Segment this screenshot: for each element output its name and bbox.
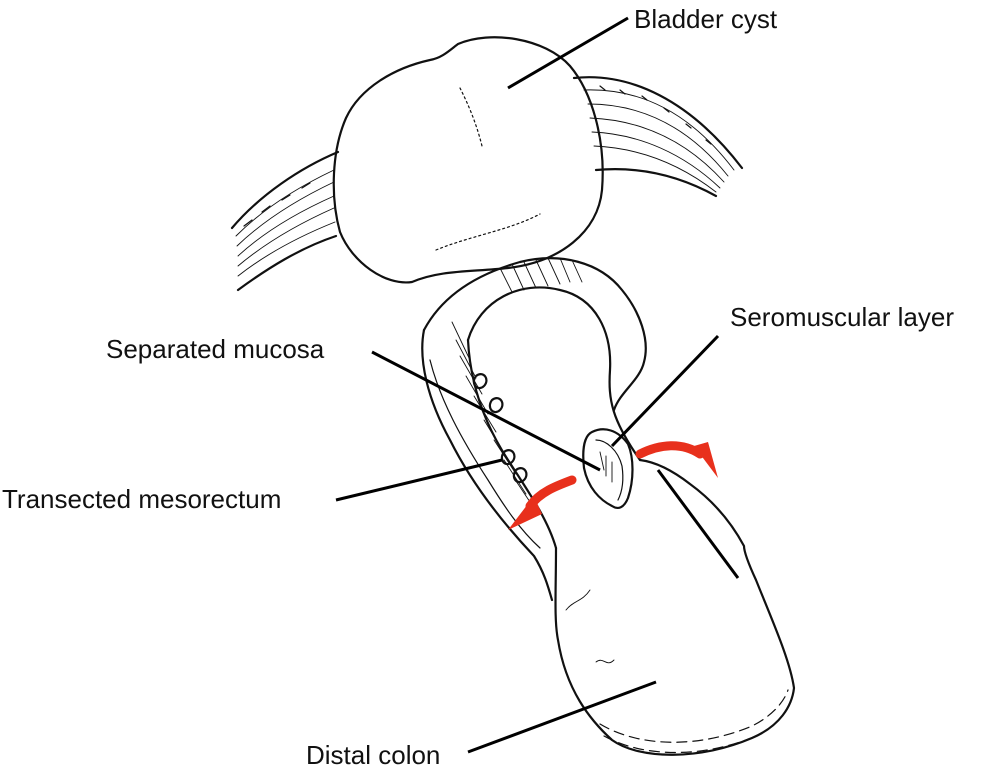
leader-separated-mucosa xyxy=(371,350,601,472)
label-distal-colon: Distal colon xyxy=(306,740,441,770)
leader-transected-mesorectum xyxy=(335,458,503,502)
mucosal-window xyxy=(582,428,634,509)
mesorectum-outline xyxy=(421,257,647,602)
colon-stump xyxy=(466,286,642,550)
leader-distal-colon xyxy=(467,680,657,754)
red-arrow-left xyxy=(508,475,577,530)
bladder-cyst-shape xyxy=(332,36,604,284)
label-bladder-cyst: Bladder cyst xyxy=(634,4,778,34)
label-separated-mucosa: Separated mucosa xyxy=(106,334,325,364)
leader-separated-mucosa-ext xyxy=(656,469,740,579)
label-seromuscular-layer: Seromuscular layer xyxy=(730,302,954,332)
label-transected-mesorectum: Transected mesorectum xyxy=(2,484,282,514)
leader-bladder-cyst xyxy=(507,16,629,90)
right-muscle-band xyxy=(572,76,744,198)
red-arrow-right xyxy=(635,441,718,478)
distal-colon-shape xyxy=(554,458,796,756)
leader-seromuscular-layer xyxy=(610,334,720,448)
left-muscle-band xyxy=(230,150,340,292)
